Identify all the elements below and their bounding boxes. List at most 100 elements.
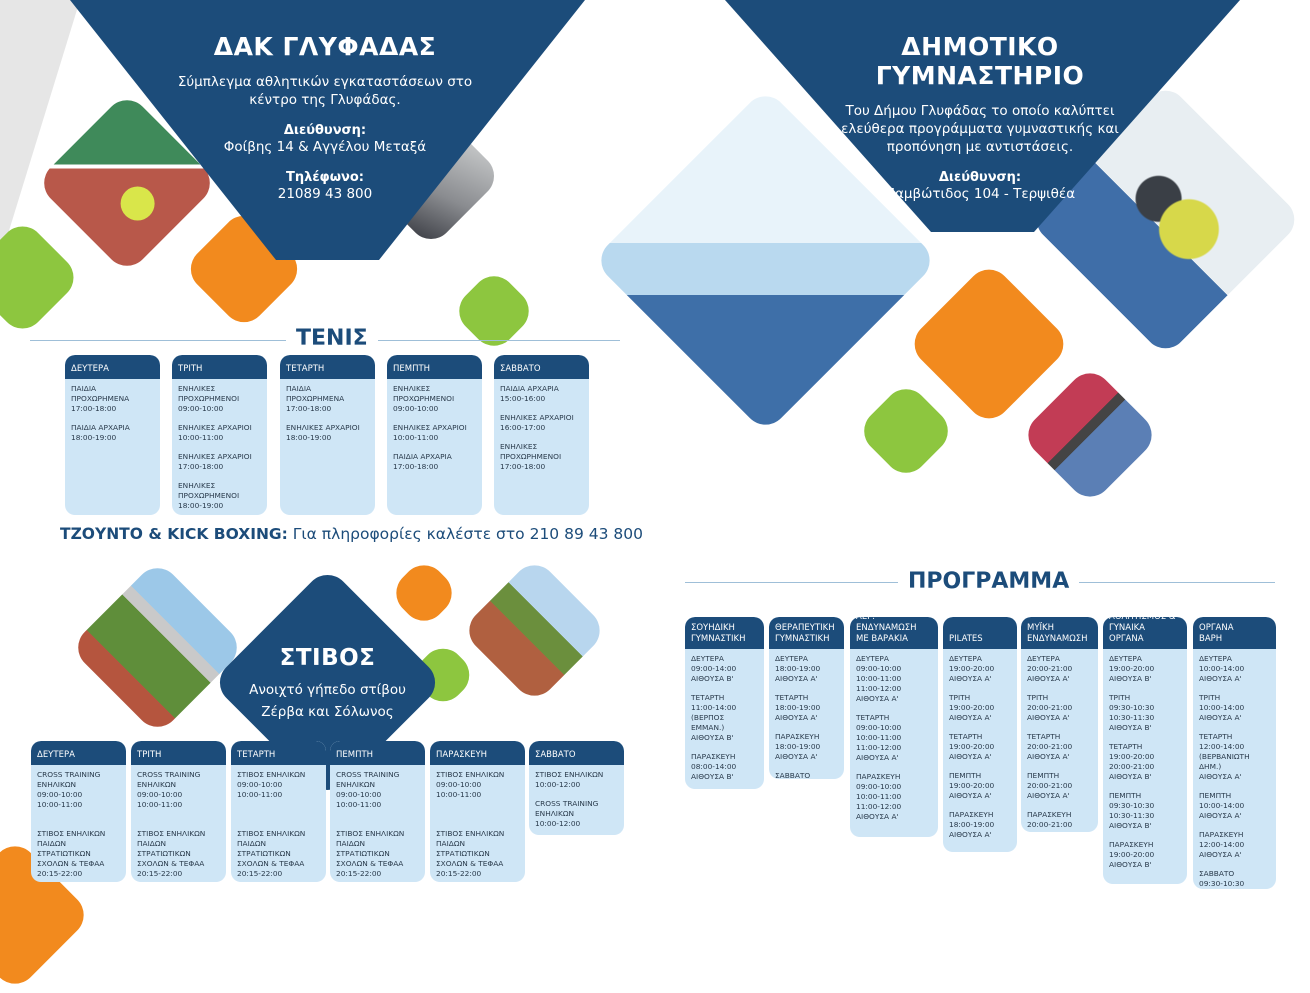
schedule-column: ΑΕΡ. ΕΝΔΥΝΑΜΩΣΗ ΜΕ ΒΑΡΑΚΙΑ ΔΕΥΤΕΡΑ 09:00-… <box>850 617 938 837</box>
dak-description: Σύμπλεγμα αθλητικών εγκαταστάσεων στο κέ… <box>177 74 473 108</box>
column-header: ΟΡΓΑΝΑ ΒΑΡΗ <box>1193 617 1276 649</box>
schedule-column: ΔΕΥΤΕΡΑ CROSS TRAINING ΕΝΗΛΙΚΩΝ 09:00-10:… <box>31 741 126 882</box>
schedule-entry: ΕΝΗΛΙΚΕΣ ΠΡΟΧΩΡΗΜΕΝΟΙ 18:00-19:00 <box>178 481 240 510</box>
schedule-entry: ΠΑΡΑΣΚΕΥΗ 18:00-19:00 ΑΙΘΟΥΣΑ Α' <box>775 732 821 761</box>
track-title: ΣΤΙΒΟΣ <box>279 645 376 671</box>
track-field-photo <box>69 559 246 736</box>
schedule-entry: ΣΤΙΒΟΣ ΕΝΗΛΙΚΩΝ ΠΑΙΔΩΝ ΣΤΡΑΤΙΩΤΙΚΩΝ ΣΧΟΛ… <box>137 829 206 878</box>
schedule-entry: ΣΤΙΒΟΣ ΕΝΗΛΙΚΩΝ ΠΑΙΔΩΝ ΣΤΡΑΤΙΩΤΙΚΩΝ ΣΧΟΛ… <box>37 829 106 878</box>
schedule-entry: ΣΤΙΒΟΣ ΕΝΗΛΙΚΩΝ ΠΑΙΔΩΝ ΣΤΡΑΤΙΩΤΙΚΩΝ ΣΧΟΛ… <box>237 829 306 878</box>
schedule-column: ΑΘΛΗΤΙΣΜΟΣ & ΓΥΝΑΙΚΑ ΟΡΓΑΝΑ ΔΕΥΤΕΡΑ 19:00… <box>1103 617 1187 884</box>
dak-hero: ΔΑΚ ΓΛΥΦΑΔΑΣ Σύμπλεγμα αθλητικών εγκατασ… <box>170 32 480 203</box>
tennis-ball-icon <box>113 179 162 228</box>
column-header: ΣΟΥΗΔΙΚΗ ΓΥΜΝΑΣΤΙΚΗ <box>685 617 764 649</box>
schedule-entry: ΔΕΥΤΕΡΑ 19:00-20:00 ΑΙΘΟΥΣΑ Α' <box>949 654 995 683</box>
column-header: ΔΕΥΤΕΡΑ <box>31 741 126 765</box>
schedule-entry: ΠΕΜΠΤΗ 19:00-20:00 ΑΙΘΟΥΣΑ Α' <box>949 771 995 800</box>
schedule-entry: ΠΑΙΔΙΑ ΑΡΧΑΡΙΑ 18:00-19:00 <box>71 423 130 442</box>
schedule-entry: ΠΑΙΔΙΑ ΑΡΧΑΡΙΑ 17:00-18:00 <box>393 452 452 471</box>
schedule-entry: ΔΕΥΤΕΡΑ 10:00-14:00 ΑΙΘΟΥΣΑ Α' <box>1199 654 1245 683</box>
schedule-column: ΜΥΪΚΗ ΕΝΔΥΝΑΜΩΣΗ ΔΕΥΤΕΡΑ 20:00-21:00 ΑΙΘΟ… <box>1021 617 1098 832</box>
schedule-entry: ΕΝΗΛΙΚΕΣ ΑΡΧΑΡΙΟΙ 16:00-17:00 <box>500 413 574 432</box>
track-subtitle: Ανοιχτό γήπεδο στίβου Ζέρβα και Σόλωνος <box>249 682 406 720</box>
schedule-entry: ΔΕΥΤΕΡΑ 09:00-10:00 10:00-11:00 11:00-12… <box>856 654 902 703</box>
dumbbell-rack-photo <box>1019 364 1161 506</box>
schedule-entry: ΕΝΗΛΙΚΕΣ ΑΡΧΑΡΙΟΙ 10:00-11:00 <box>178 423 252 442</box>
schedule-entry: ΣΤΙΒΟΣ ΕΝΗΛΙΚΩΝ 09:00-10:00 10:00-11:00 <box>436 770 505 799</box>
schedule-entry: ΤΡΙΤΗ 09:30-10:30 10:30-11:30 ΑΙΘΟΥΣΑ Β' <box>1109 693 1155 732</box>
judo-label: ΤΖΟΥΝΤΟ & KICK BOXING: <box>60 525 288 543</box>
schedule-entry: ΔΕΥΤΕΡΑ 18:00-19:00 ΑΙΘΟΥΣΑ Α' <box>775 654 821 683</box>
gym-title: ΔΗΜΟΤΙΚΟ ΓΥΜΝΑΣΤΗΡΙΟ <box>875 32 1085 90</box>
schedule-entry: ΕΝΗΛΙΚΕΣ ΠΡΟΧΩΡΗΜΕΝΟΙ 09:00-10:00 <box>178 384 240 413</box>
column-header: ΣΑΒΒΑΤΟ <box>529 741 624 765</box>
column-header: ΤΡΙΤΗ <box>172 355 267 379</box>
judo-text: Για πληροφορίες καλέστε στο 210 89 43 80… <box>287 525 643 543</box>
dak-address-label: Διεύθυνση: <box>283 123 367 138</box>
schedule-entry: CROSS TRAINING ΕΝΗΛΙΚΩΝ 09:00-10:00 10:0… <box>336 770 400 809</box>
orange-diamond <box>387 556 461 630</box>
dak-address: Φοίβης 14 & Αγγέλου Μεταξά <box>223 139 427 155</box>
schedule-entry: ΣΤΙΒΟΣ ΕΝΗΛΙΚΩΝ ΠΑΙΔΩΝ ΣΤΡΑΤΙΩΤΙΚΩΝ ΣΧΟΛ… <box>436 829 505 878</box>
schedule-entry: ΕΝΗΛΙΚΕΣ ΠΡΟΧΩΡΗΜΕΝΟΙ 17:00-18:00 <box>500 442 562 471</box>
column-header: ΠΕΜΠΤΗ <box>330 741 425 765</box>
schedule-entry: CROSS TRAINING ΕΝΗΛΙΚΩΝ 09:00-10:00 10:0… <box>37 770 101 809</box>
column-header: ΑΘΛΗΤΙΣΜΟΣ & ΓΥΝΑΙΚΑ ΟΡΓΑΝΑ <box>1103 617 1187 649</box>
schedule-column: ΠΑΡΑΣΚΕΥΗ ΣΤΙΒΟΣ ΕΝΗΛΙΚΩΝ 09:00-10:00 10:… <box>430 741 525 882</box>
schedule-entry: ΕΝΗΛΙΚΕΣ ΑΡΧΑΡΙΟΙ 10:00-11:00 <box>393 423 467 442</box>
schedule-entry: ΔΕΥΤΕΡΑ 20:00-21:00 ΑΙΘΟΥΣΑ Α' <box>1027 654 1073 683</box>
column-header: ΜΥΪΚΗ ΕΝΔΥΝΑΜΩΣΗ <box>1021 617 1098 649</box>
schedule-entry: ΤΕΤΑΡΤΗ 20:00-21:00 ΑΙΘΟΥΣΑ Α' <box>1027 732 1073 761</box>
schedule-entry: ΠΑΡΑΣΚΕΥΗ 20:00-21:00 ΑΙΘΟΥΣΑ Α' <box>1027 810 1073 832</box>
dak-phone-label: Τηλέφωνο: <box>285 170 365 185</box>
schedule-entry: ΠΕΜΠΤΗ 10:00-14:00 ΑΙΘΟΥΣΑ Α' <box>1199 791 1245 820</box>
schedule-entry: ΣΑΒΒΑΤΟ 09:30-10:30 <box>1199 869 1245 888</box>
schedule-entry: ΣΤΙΒΟΣ ΕΝΗΛΙΚΩΝ 09:00-10:00 10:00-11:00 <box>237 770 306 799</box>
schedule-column: ΣΟΥΗΔΙΚΗ ΓΥΜΝΑΣΤΙΚΗ ΔΕΥΤΕΡΑ 09:00-14:00 Α… <box>685 617 764 789</box>
schedule-column: PILATES ΔΕΥΤΕΡΑ 19:00-20:00 ΑΙΘΟΥΣΑ Α' ΤΡΙ… <box>943 617 1017 852</box>
column-header: ΤΕΤΑΡΤΗ <box>231 741 326 765</box>
column-header: ΠΑΡΑΣΚΕΥΗ <box>430 741 525 765</box>
schedule-entry: ΠΑΡΑΣΚΕΥΗ 09:00-10:00 10:00-11:00 11:00-… <box>856 772 902 821</box>
schedule-entry: ΕΝΗΛΙΚΕΣ ΑΡΧΑΡΙΟΙ 17:00-18:00 <box>178 452 252 471</box>
schedule-entry: ΤΕΤΑΡΤΗ 11:00-14:00 (ΒΕΡΠΟΣ ΕΜΜΑΝ.) ΑΙΘΟ… <box>691 693 737 742</box>
schedule-entry: ΔΕΥΤΕΡΑ 19:00-20:00 ΑΙΘΟΥΣΑ Β' <box>1109 654 1155 683</box>
green-diamond <box>450 267 538 355</box>
track-hero: ΣΤΙΒΟΣ Ανοιχτό γήπεδο στίβου Ζέρβα και Σ… <box>240 645 415 723</box>
program-title: ΠΡΟΓΡΑΜΜΑ <box>898 569 1080 594</box>
schedule-entry: ΔΕΥΤΕΡΑ 09:00-14:00 ΑΙΘΟΥΣΑ Β' <box>691 654 737 683</box>
schedule-entry: ΤΕΤΑΡΤΗ 18:00-19:00 ΑΙΘΟΥΣΑ Α' <box>775 693 821 722</box>
schedule-entry: ΣΤΙΒΟΣ ΕΝΗΛΙΚΩΝ 10:00-12:00 <box>535 770 604 789</box>
tennis-title: ΤΕΝΙΣ <box>286 326 378 351</box>
schedule-entry: ΠΑΡΑΣΚΕΥΗ 18:00-19:00 ΑΙΘΟΥΣΑ Α' <box>949 810 995 839</box>
column-header: ΣΑΒΒΑΤΟ <box>494 355 589 379</box>
judo-info: ΤΖΟΥΝΤΟ & KICK BOXING: Για πληροφορίες κ… <box>60 525 643 543</box>
schedule-entry: ΤΕΤΑΡΤΗ 19:00-20:00 ΑΙΘΟΥΣΑ Α' <box>949 732 995 761</box>
running-track-photo <box>460 556 609 705</box>
schedule-entry: ΤΡΙΤΗ 20:00-21:00 ΑΙΘΟΥΣΑ Α' <box>1027 693 1073 722</box>
schedule-entry: ΤΡΙΤΗ 19:00-20:00 ΑΙΘΟΥΣΑ Α' <box>949 693 995 722</box>
column-header: PILATES <box>943 617 1017 649</box>
dak-phone: 21089 43 800 <box>277 186 373 202</box>
schedule-entry: ΠΑΡΑΣΚΕΥΗ 19:00-20:00 ΑΙΘΟΥΣΑ Β' <box>1109 840 1155 869</box>
gym-hero: ΔΗΜΟΤΙΚΟ ΓΥΜΝΑΣΤΗΡΙΟ Του Δήμου Γλυφάδας … <box>820 32 1140 203</box>
schedule-entry: ΣΤΙΒΟΣ ΕΝΗΛΙΚΩΝ ΠΑΙΔΩΝ ΣΤΡΑΤΙΩΤΙΚΩΝ ΣΧΟΛ… <box>336 829 405 878</box>
gray-corner-shape <box>0 0 80 260</box>
green-diamond <box>855 380 957 482</box>
column-header: ΔΕΥΤΕΡΑ <box>65 355 160 379</box>
schedule-entry: ΠΑΙΔΙΑ ΠΡΟΧΩΡΗΜΕΝΑ 17:00-18:00 <box>71 384 130 413</box>
schedule-entry: ΤΡΙΤΗ 10:00-14:00 ΑΙΘΟΥΣΑ Α' <box>1199 693 1245 722</box>
gym-description: Του Δήμου Γλυφάδας το οποίο καλύπτει ελε… <box>841 103 1119 155</box>
column-header: ΑΕΡ. ΕΝΔΥΝΑΜΩΣΗ ΜΕ ΒΑΡΑΚΙΑ <box>850 617 938 649</box>
schedule-entry: ΣΑΒΒΑΤΟ 08:30-09:30 <box>775 771 811 779</box>
schedule-entry: CROSS TRAINING ΕΝΗΛΙΚΩΝ 10:00-12:00 <box>535 799 599 828</box>
schedule-entry: ΠΑΡΑΣΚΕΥΗ 12:00-14:00 ΑΙΘΟΥΣΑ Α' <box>1199 830 1245 859</box>
